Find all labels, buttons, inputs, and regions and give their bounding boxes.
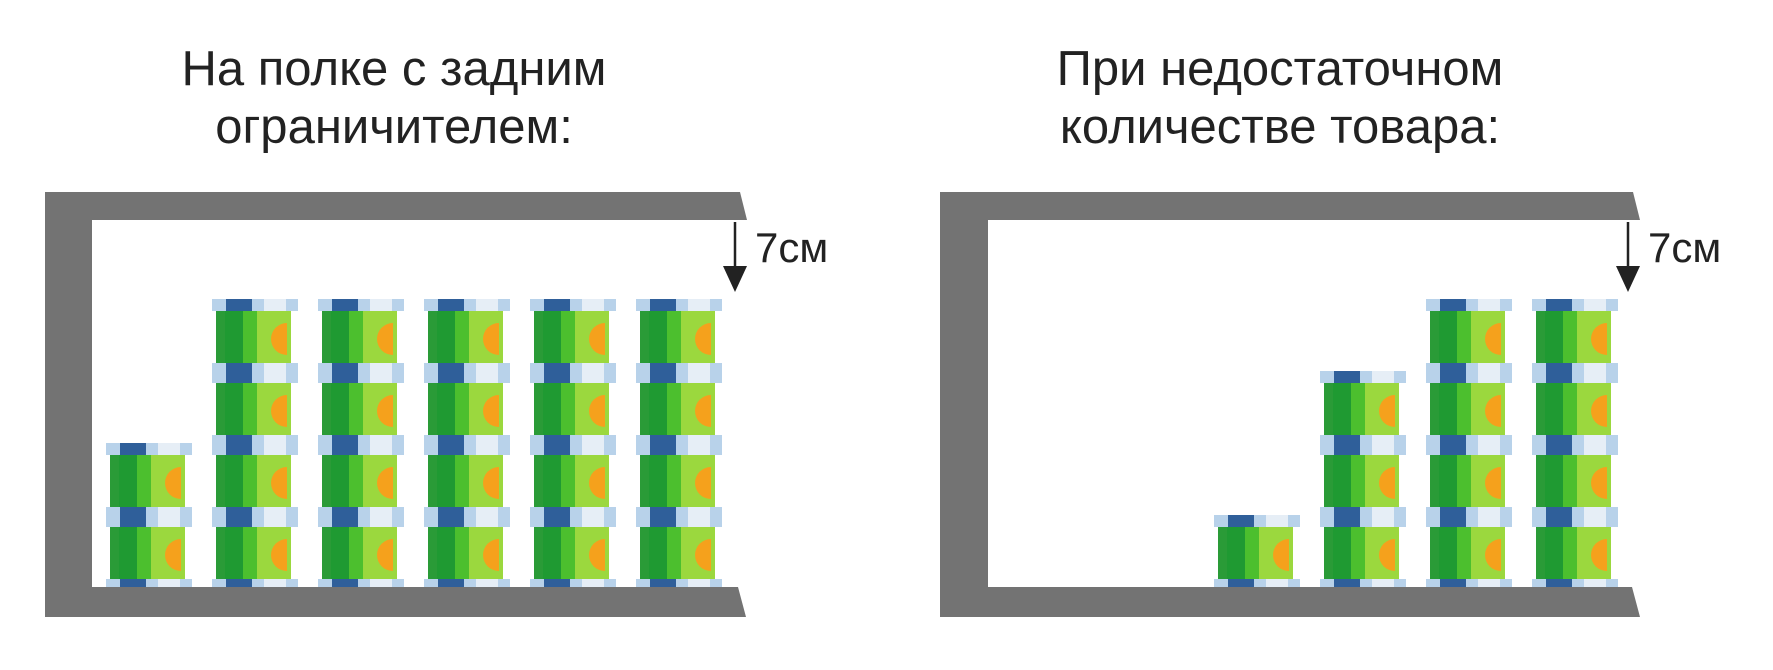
product-tub-icon [1532, 443, 1618, 515]
product-tub-icon [1532, 371, 1618, 443]
product-tub-icon [106, 515, 192, 587]
left-product-stacks [106, 299, 722, 587]
product-tub-icon [1214, 515, 1300, 587]
product-tub-icon [212, 299, 298, 371]
product-tub-icon [530, 299, 616, 371]
left-gap-label: 7см [755, 224, 828, 271]
right-product-stacks [1214, 299, 1618, 587]
left-panel-title: На полке с задним ограничителем: [94, 40, 694, 156]
right-title-line-2: количестве товара: [1059, 100, 1501, 154]
product-tub-icon [318, 299, 404, 371]
product-tub-icon [212, 515, 298, 587]
product-tub-icon [1426, 371, 1512, 443]
product-tub-icon [636, 371, 722, 443]
left-title-line-2: ограничителем: [215, 100, 573, 154]
product-tub-icon [530, 371, 616, 443]
product-tub-icon [1426, 443, 1512, 515]
product-tub-icon [636, 443, 722, 515]
product-tub-icon [318, 371, 404, 443]
right-gap-label: 7см [1648, 224, 1721, 271]
product-tub-icon [1532, 515, 1618, 587]
product-tub-icon [212, 443, 298, 515]
product-tub-icon [1426, 299, 1512, 371]
product-tub-icon [424, 443, 510, 515]
product-tub-icon [636, 299, 722, 371]
product-tub-icon [424, 299, 510, 371]
right-title-line-1: При недостаточном [1056, 42, 1504, 96]
right-panel-title: При недостаточном количестве товара: [980, 40, 1580, 156]
product-tub-icon [318, 515, 404, 587]
left-down-arrow-icon [723, 222, 747, 292]
product-tub-icon [1320, 443, 1406, 515]
product-tub-icon [212, 371, 298, 443]
product-tub-icon [1532, 299, 1618, 371]
product-tub-icon [530, 443, 616, 515]
product-tub-icon [1426, 515, 1512, 587]
left-title-line-1: На полке с задним [181, 42, 607, 96]
product-tub-icon [530, 515, 616, 587]
right-down-arrow-icon [1616, 222, 1640, 292]
product-tub-icon [318, 443, 404, 515]
product-tub-icon [424, 371, 510, 443]
product-tub-icon [424, 515, 510, 587]
product-tub-icon [106, 443, 192, 515]
product-tub-icon [636, 515, 722, 587]
product-tub-icon [1320, 371, 1406, 443]
product-tub-icon [1320, 515, 1406, 587]
